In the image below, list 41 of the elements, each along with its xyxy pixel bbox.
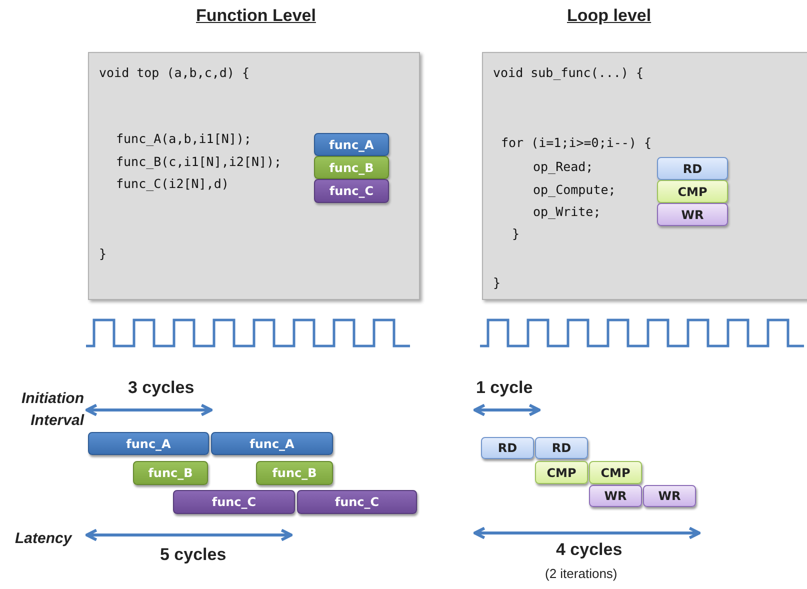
dimension-label: 4 cycles: [556, 540, 622, 560]
dimension-label: 5 cycles: [160, 545, 226, 565]
code-line: }: [512, 226, 520, 241]
timing-bar: CMP: [535, 461, 588, 484]
code-line: op_Compute;: [533, 182, 616, 197]
block-legend-box: CMP: [657, 180, 728, 203]
code-line: void top (a,b,c,d) {: [99, 65, 250, 80]
timing-bar: CMP: [589, 461, 642, 484]
code-line: op_Read;: [533, 159, 594, 174]
block-legend-box: func_A: [314, 133, 389, 156]
timing-bar: func_C: [297, 490, 417, 514]
code-line: }: [493, 275, 501, 290]
axis-caption: Latency: [15, 530, 72, 547]
code-line: for (i=1;i>=0;i--) {: [501, 135, 652, 150]
timing-bar: func_B: [133, 461, 208, 485]
code-line: func_B(c,i1[N],i2[N]);: [116, 154, 282, 169]
dimension-label: 3 cycles: [128, 378, 194, 398]
axis-caption: Initiation Interval: [20, 389, 84, 431]
timing-bar: RD: [535, 437, 588, 459]
timing-bar: func_A: [211, 432, 333, 455]
block-legend-box: WR: [657, 203, 728, 226]
timing-bar: func_C: [173, 490, 295, 514]
timing-bar: WR: [643, 485, 696, 507]
code-line: op_Write;: [533, 204, 601, 219]
section-heading: Loop level: [567, 6, 652, 26]
block-legend-box: RD: [657, 157, 728, 180]
dimension-label: 1 cycle: [476, 378, 533, 398]
code-line: func_C(i2[N],d): [116, 176, 229, 191]
timing-bar: func_B: [256, 461, 333, 485]
block-legend-box: func_B: [314, 156, 389, 179]
code-line: func_A(a,b,i1[N]);: [116, 131, 252, 146]
code-panel: [482, 52, 807, 300]
section-heading: Function Level: [196, 6, 316, 26]
timing-bar: WR: [589, 485, 642, 507]
timing-bar: RD: [481, 437, 534, 459]
block-legend-box: func_C: [314, 179, 389, 203]
code-line: void sub_func(...) {: [493, 65, 644, 80]
code-line: }: [99, 246, 107, 261]
dimension-note: (2 iterations): [545, 566, 618, 581]
timing-bar: func_A: [88, 432, 209, 455]
code-panel: [88, 52, 420, 300]
